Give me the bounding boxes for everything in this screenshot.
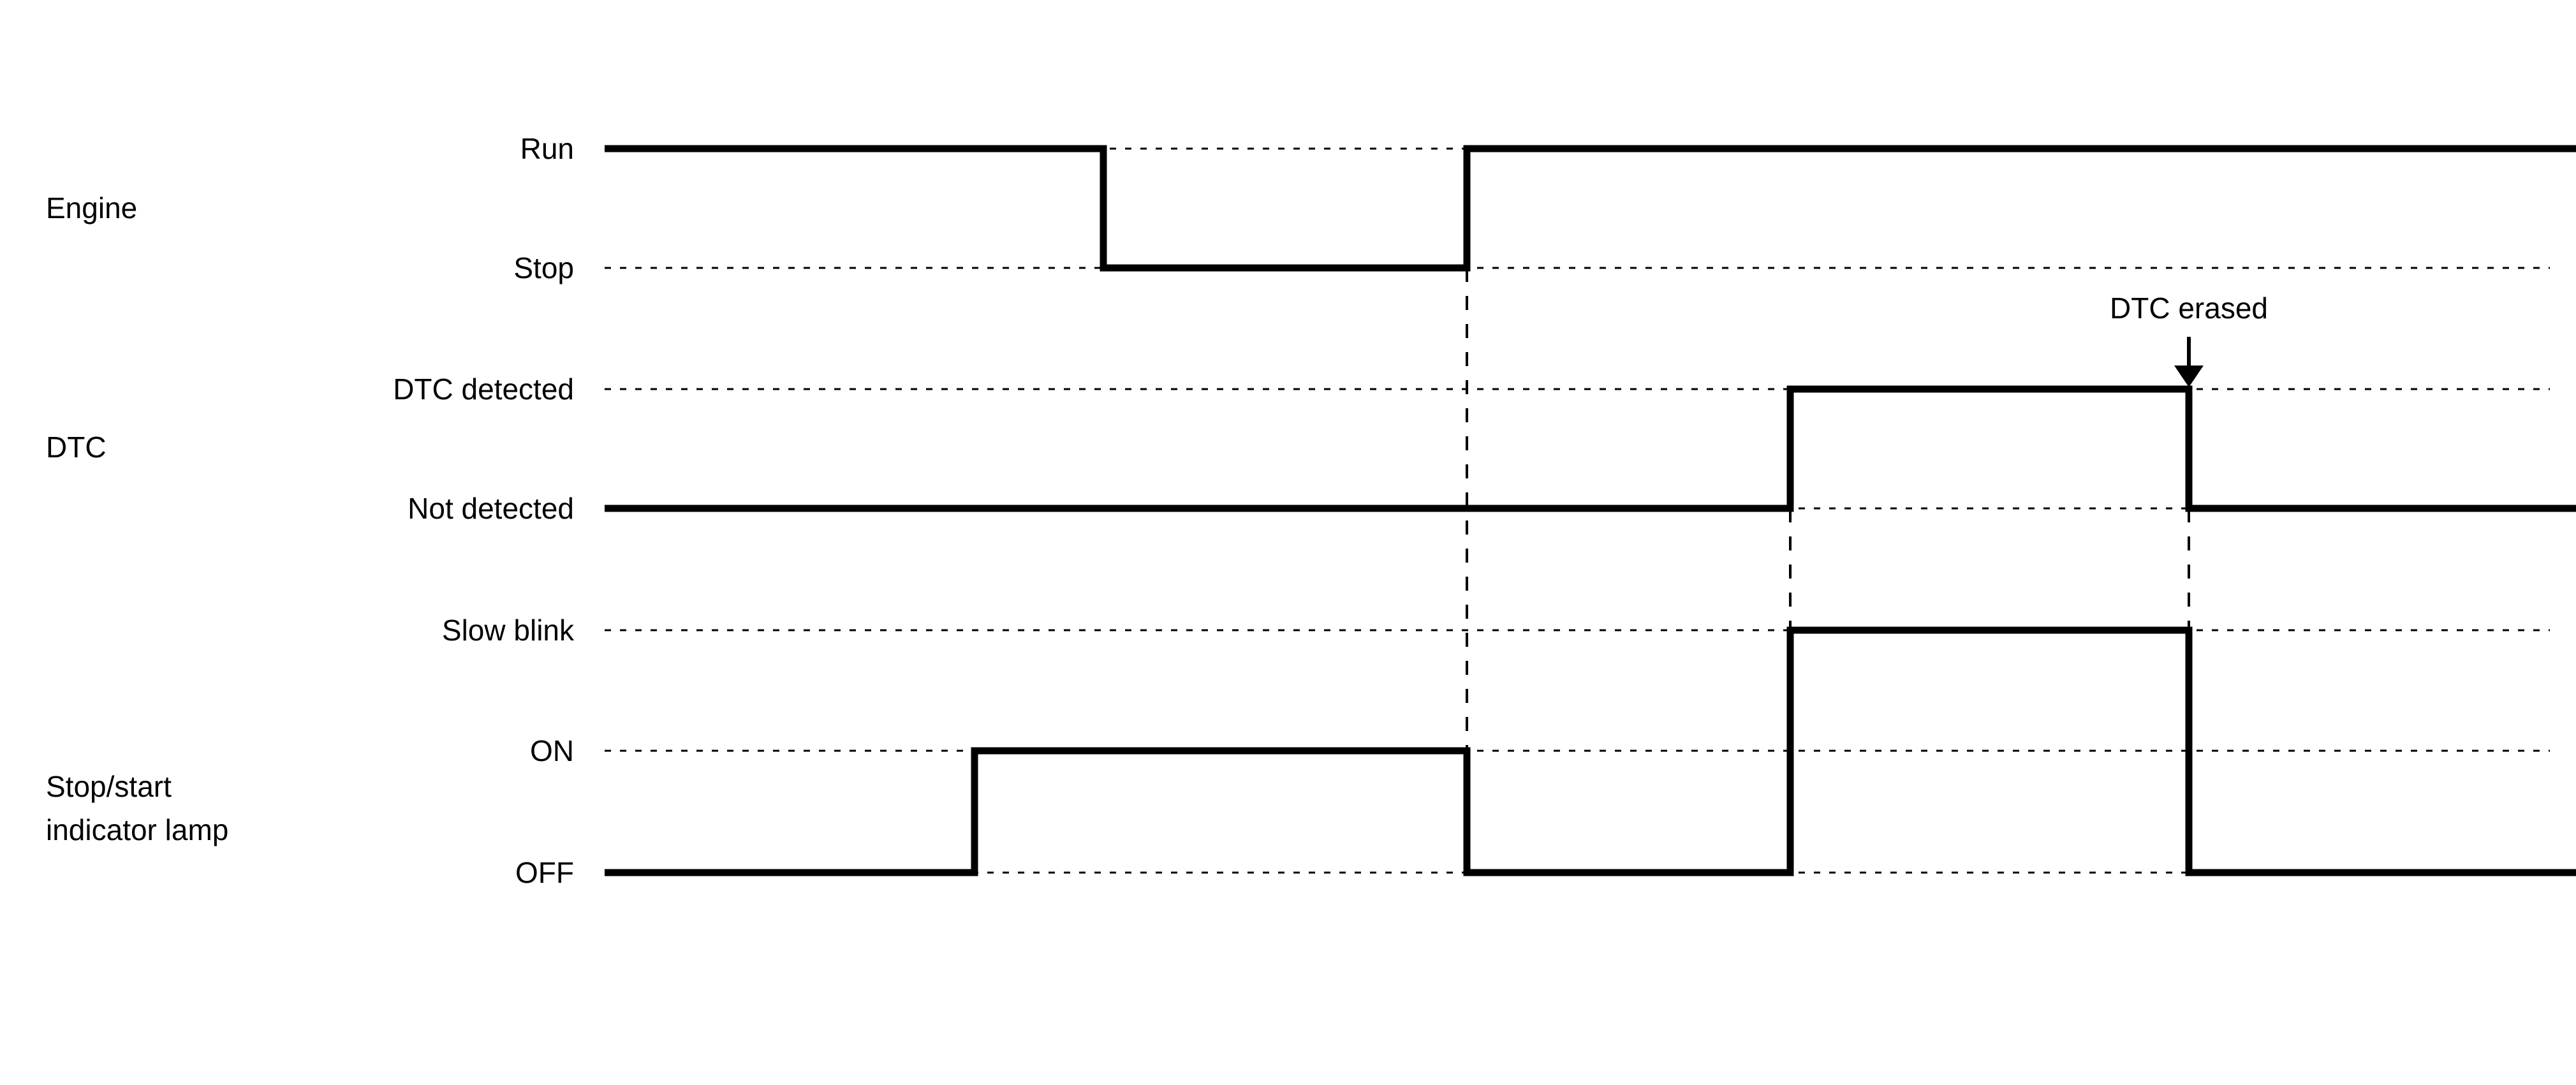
level-label-engine-stop: Stop xyxy=(513,251,574,284)
level-label-dtc-not-detected: Not detected xyxy=(408,492,574,525)
level-label-lamp-off: OFF xyxy=(515,856,574,889)
signal-group-label-dtc: DTC xyxy=(46,431,107,464)
waveform-lamp xyxy=(605,626,2576,876)
signal-group-label-stop-start-indicator-lamp: Stop/start indicator lamp xyxy=(46,770,229,847)
level-label-engine-run: Run xyxy=(520,132,574,165)
annotation-label-dtc-erased: DTC erased xyxy=(2110,292,2268,325)
level-label-lamp-slow-blink: Slow blink xyxy=(441,614,574,647)
level-label-dtc-detected: DTC detected xyxy=(393,373,574,406)
level-label-lamp-on: ON xyxy=(530,734,574,767)
event-markers-group xyxy=(1466,268,2190,873)
annotation-arrow-head-dtc-erased xyxy=(2174,365,2204,387)
annotation-arrows-group xyxy=(2174,337,2204,387)
waveform-engine xyxy=(605,145,2576,272)
signal-group-label-engine: Engine xyxy=(46,191,138,225)
waveforms-group xyxy=(605,145,2576,876)
waveform-dtc xyxy=(605,385,2576,512)
